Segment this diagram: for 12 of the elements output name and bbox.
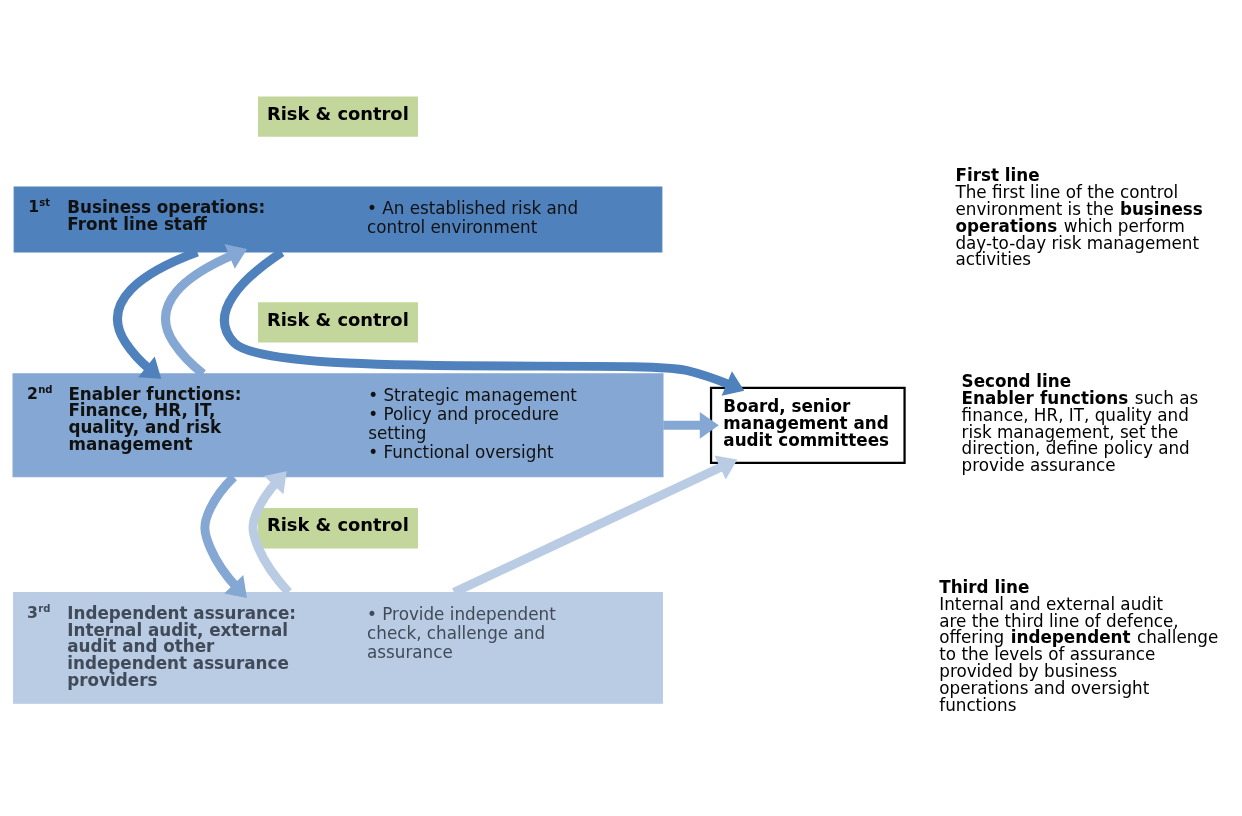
label: Risk & control	[266, 514, 409, 536]
label: Enabler functions such as finance, HR, IT, quality and risk management, set the direction, define policy and provide assurance	[961, 388, 1199, 476]
node-box: 3$^{rd}$ Independent assurance: Internal audit, external audit and other independent assurance providers • Provide independent check, challenge and assurance	[13, 592, 663, 704]
node-box: 2$^{nd}$ Enabler functions: Finance, HR, IT, quality, and risk management • Strategic management • Policy and procedure setting • Functional oversight	[12, 373, 664, 478]
label: The first line of the control environment is the business operations which perform day-to-day risk management activities	[955, 182, 1203, 270]
arrow	[663, 412, 719, 439]
node-box: 1$^{st}$ Business operations: Front line staff • An established risk and control environment	[13, 186, 663, 253]
label: Internal and external audit are the third line of defence, offering independent challenge to the levels of assurance provided by business operations and oversight functions	[939, 593, 1219, 715]
label: Risk & control	[266, 102, 409, 124]
label: Risk & control	[266, 308, 409, 330]
node-box: Board, senior management and audit committees	[709, 386, 906, 464]
arrow	[200, 473, 247, 598]
